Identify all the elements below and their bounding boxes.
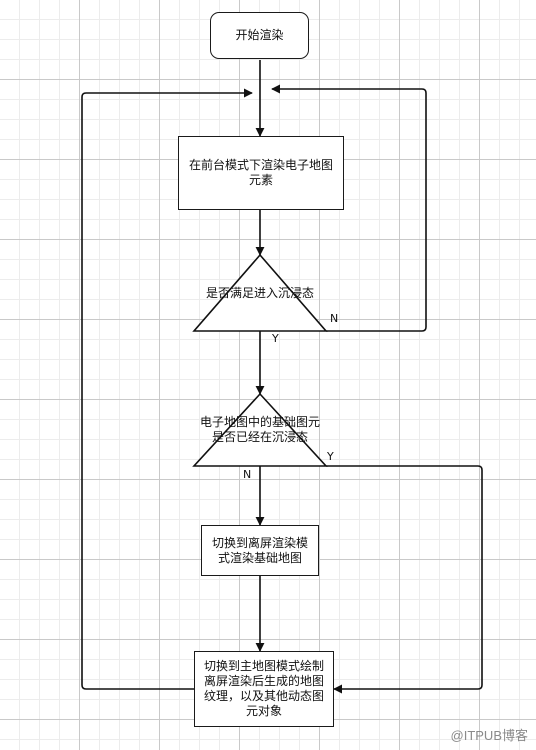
decision1-yes-label: Y <box>272 332 279 345</box>
decision2-no-label: N <box>243 468 252 481</box>
start-node: 开始渲染 <box>210 12 309 59</box>
edge-decision1-no <box>271 84 427 332</box>
decision2-yes-label: Y <box>327 450 334 463</box>
decision2-label: 电子地图中的基础图元是否已经在沉浸态 <box>199 415 320 444</box>
edge-step3-loop <box>81 88 253 690</box>
main-map-draw-label: 切换到主地图模式绘制离屏渲染后生成的地图纹理，以及其他动态图元对象 <box>203 659 324 718</box>
decision1-no-label: N <box>330 312 339 325</box>
main-map-draw-node: 切换到主地图模式绘制离屏渲染后生成的地图纹理，以及其他动态图元对象 <box>194 651 334 727</box>
decision1-triangle <box>192 253 328 332</box>
watermark: @ITPUB博客 <box>450 728 528 743</box>
render-foreground-node: 在前台模式下渲染电子地图元素 <box>178 136 344 210</box>
offscreen-render-node: 切换到离屏渲染模式渲染基础地图 <box>201 525 319 576</box>
edge-decision2-yes <box>326 465 483 694</box>
decision1-label: 是否满足进入沉浸态 <box>205 286 314 300</box>
render-foreground-label: 在前台模式下渲染电子地图元素 <box>188 158 333 187</box>
offscreen-render-label: 切换到离屏渲染模式渲染基础地图 <box>211 535 308 565</box>
decision2-triangle <box>192 392 328 467</box>
start-node-label: 开始渲染 <box>235 28 284 42</box>
